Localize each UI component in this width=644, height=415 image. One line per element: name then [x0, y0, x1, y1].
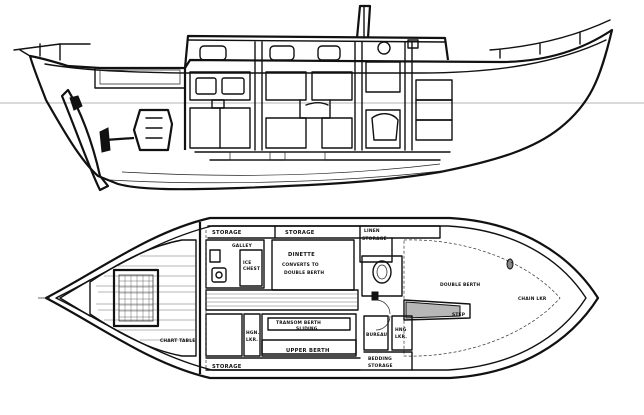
rudder: [60, 88, 110, 192]
label-storage-aft-stbd: STORAGE: [212, 364, 242, 370]
deck-planking: [96, 255, 196, 341]
label-transom-sliding: SLIDING: [296, 326, 318, 332]
label-hng-lkr: LKR.: [395, 334, 407, 340]
galley-stove: [211, 267, 227, 283]
engine: [132, 108, 174, 152]
chart-table: [205, 313, 243, 357]
label-step: STEP: [452, 312, 466, 318]
label-linen: LINEN: [364, 228, 380, 234]
transom-berth: [261, 313, 357, 355]
label-galley: GALLEY: [232, 243, 253, 249]
label-dinette-note-2: DOUBLE BERTH: [284, 270, 324, 276]
head-compartment: [361, 255, 403, 297]
label-storage-mid-port: STORAGE: [285, 230, 315, 236]
label-double-berth: DOUBLE BERTH: [440, 282, 480, 288]
label-storage-fwd-port: STORAGE: [212, 230, 242, 236]
label-dinette: DINETTE: [288, 252, 315, 258]
label-bedding: BEDDING: [368, 356, 392, 362]
label-transom-berth: TRANSOM BERTH: [276, 320, 321, 326]
porthole: [317, 45, 341, 61]
profile-hull: [28, 28, 614, 191]
porthole: [377, 41, 391, 55]
label-upper-berth: UPPER BERTH: [286, 348, 330, 354]
stern-pulpit: [13, 43, 91, 57]
cockpit-deck: [89, 239, 197, 357]
plan-hull: [44, 216, 600, 380]
label-bedding-storage: STORAGE: [368, 363, 393, 369]
porthole: [407, 39, 419, 49]
galley-cabinet: [189, 71, 251, 101]
hatch-grate: [112, 268, 160, 328]
bureau: [363, 315, 389, 351]
propeller-shaft: [104, 136, 135, 142]
profile-view: [0, 4, 644, 192]
label-chest: CHEST: [243, 266, 260, 272]
porthole: [199, 45, 227, 61]
label-hgn: HGN.: [246, 330, 260, 336]
label-linen-storage: STORAGE: [362, 236, 387, 242]
label-chain-lkr: CHAIN LKR: [518, 296, 547, 302]
porthole: [269, 45, 295, 61]
label-hng: HNG: [395, 327, 407, 333]
bow-pulpit: [489, 19, 611, 59]
mast: [355, 4, 372, 39]
label-bureau: BUREAU: [366, 332, 388, 338]
label-chart-table: CHART TABLE: [160, 338, 195, 344]
toilet-plan: [372, 260, 392, 284]
profile-deckhouse: [183, 34, 450, 69]
label-ice: ICE: [243, 260, 251, 266]
forward-step: [403, 299, 471, 321]
label-dinette-note-1: CONVERTS TO: [282, 262, 319, 268]
sole-planking: [205, 289, 359, 311]
toilet: [371, 113, 399, 141]
label-hgn-lkr: LKR.: [246, 337, 258, 343]
galley-counter: [205, 239, 265, 289]
profile-sheer: [44, 39, 607, 74]
plan-view: STORAGE STORAGE GALLEY ICE CHEST DINETTE…: [38, 216, 600, 380]
